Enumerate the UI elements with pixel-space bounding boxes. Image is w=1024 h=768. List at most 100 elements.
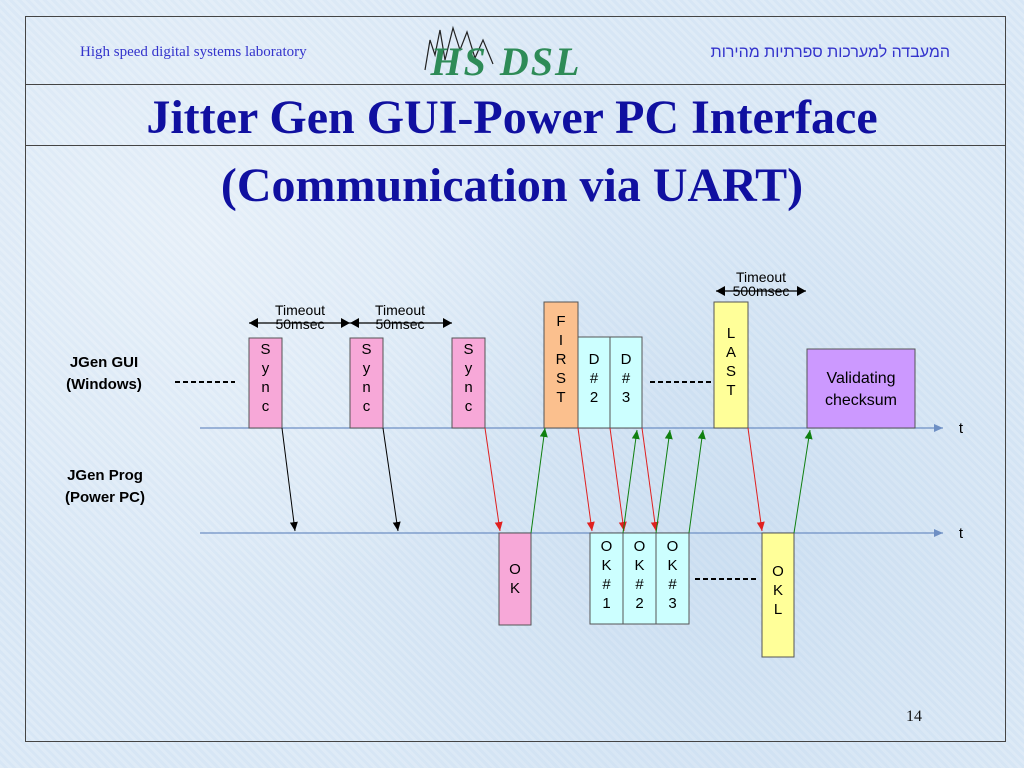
last-box-char: A xyxy=(726,344,736,361)
page-title-line2: (Communication via UART) xyxy=(220,159,804,212)
ok3-box-char: O xyxy=(667,538,679,555)
slide-frame xyxy=(25,16,1006,742)
sync-box-2-char: n xyxy=(362,379,370,396)
sync-box-3-char: n xyxy=(464,379,472,396)
ok2-box-char: # xyxy=(635,576,644,593)
ok1-to-gui-arrow xyxy=(622,429,640,534)
okl-box-char: O xyxy=(772,563,784,580)
first-box-char: F xyxy=(556,313,565,330)
hsdsl-logo: HS DSL xyxy=(405,20,607,84)
timeout1-label-top: Timeout xyxy=(275,302,325,318)
ok-to-first-arrow xyxy=(530,427,548,534)
okl-box-char: L xyxy=(774,601,782,618)
first-box-char: R xyxy=(556,351,567,368)
d3-box-char: # xyxy=(622,370,631,387)
sync-box-1-char: S xyxy=(260,341,270,358)
header-divider xyxy=(25,84,1006,85)
ok1-box xyxy=(589,532,624,625)
lab-name-hebrew: המעבדה למערכות ספרתיות מהירות xyxy=(710,44,950,61)
timeout1-arrow-right-head xyxy=(341,318,350,328)
timeout3-arrow-right-head xyxy=(797,286,806,296)
sync-box-3-char: c xyxy=(465,398,473,415)
last-box-char: S xyxy=(726,363,736,380)
row-label-gui-os: (Windows) xyxy=(66,376,142,393)
row-label-gui: JGen GUI (Windows) xyxy=(48,352,160,396)
first-to-prog-arrow xyxy=(577,427,595,532)
timeout1-arrow-left-head xyxy=(249,318,258,328)
row-label-prog: JGen Prog (Power PC) xyxy=(45,465,165,509)
ok2-to-gui-arrow xyxy=(655,429,673,534)
timeout2-label-bottom: 50msec xyxy=(375,316,424,332)
ok1-box-char: # xyxy=(602,576,611,593)
sync2-to-prog-arrow xyxy=(382,427,401,532)
ok3-to-gui-arrow xyxy=(688,429,706,534)
page-title-line1: Jitter Gen GUI-Power PC Interface xyxy=(146,91,878,144)
ok3-box-char: 3 xyxy=(668,595,676,612)
ok3-box-char: K xyxy=(667,557,677,574)
last-to-prog-arrow xyxy=(747,427,765,532)
page-number: 14 xyxy=(906,708,922,725)
validating-line2: checksum xyxy=(825,392,897,409)
first-box-char: T xyxy=(556,389,565,406)
ok2-box-char: O xyxy=(634,538,646,555)
d2-box-char: # xyxy=(590,370,599,387)
validating-checksum-box xyxy=(806,348,916,429)
d3-box-char: 3 xyxy=(622,389,630,406)
okl-box xyxy=(761,532,795,658)
logo-text: HS DSL xyxy=(430,39,582,84)
timeout2-arrow-left-head xyxy=(350,318,359,328)
ok-box xyxy=(498,532,532,626)
ok2-box-char: 2 xyxy=(635,595,643,612)
sync-box-3-char: S xyxy=(463,341,473,358)
sync-box-3-char: y xyxy=(465,360,473,377)
ok2-box-char: K xyxy=(634,557,644,574)
ok3-box-char: # xyxy=(668,576,677,593)
okl-to-gui-arrow xyxy=(793,429,813,534)
title-divider xyxy=(25,145,1006,146)
timeout3-label-bottom: 500msec xyxy=(733,283,790,299)
first-box xyxy=(543,301,579,429)
row-label-prog-name: JGen Prog xyxy=(67,467,143,484)
timeout3-arrow-left-head xyxy=(716,286,725,296)
sync-box-2-char: y xyxy=(363,360,371,377)
d2-box-char: 2 xyxy=(590,389,598,406)
sync1-to-prog-arrow xyxy=(281,427,298,532)
timeout3-label-top: Timeout xyxy=(736,269,786,285)
ok-box-char: K xyxy=(510,580,520,597)
sync-box-1-char: n xyxy=(261,379,269,396)
last-box-char: L xyxy=(727,325,735,342)
sync-box-2-char: S xyxy=(361,341,371,358)
last-box-char: T xyxy=(726,382,735,399)
logo-waveform-icon xyxy=(424,25,494,71)
sync-box-1 xyxy=(248,337,283,429)
d2-box-char: D xyxy=(589,351,600,368)
ok1-box-char: O xyxy=(601,538,613,555)
sync-box-2 xyxy=(349,337,384,429)
d3-to-prog-arrow xyxy=(641,427,659,532)
row-label-gui-name: JGen GUI xyxy=(69,354,139,371)
ok-box-char: O xyxy=(509,561,521,578)
row-label-prog-platform: (Power PC) xyxy=(64,489,145,506)
d3-box-char: D xyxy=(621,351,632,368)
timeout1-label-bottom: 50msec xyxy=(275,316,324,332)
d3-box xyxy=(609,336,643,429)
last-box xyxy=(713,301,749,429)
sync-box-1-char: c xyxy=(262,398,270,415)
first-box-char: I xyxy=(559,332,563,349)
ok1-box-char: 1 xyxy=(602,595,610,612)
sync-box-3 xyxy=(451,337,486,429)
timeout2-label-top: Timeout xyxy=(375,302,425,318)
validating-line1: Validating xyxy=(826,370,895,387)
ok3-box xyxy=(655,532,690,625)
ok1-box-char: K xyxy=(601,557,611,574)
lab-name-english: High speed digital systems laboratory xyxy=(80,44,307,60)
sync3-to-ok-arrow xyxy=(484,427,503,532)
prog-axis-label: t xyxy=(959,525,964,542)
okl-box-char: K xyxy=(773,582,783,599)
sync-box-1-char: y xyxy=(262,360,270,377)
gui-axis-label: t xyxy=(959,420,964,437)
timeout2-arrow-right-head xyxy=(443,318,452,328)
d2-to-prog-arrow xyxy=(609,427,627,532)
first-box-char: S xyxy=(556,370,566,387)
